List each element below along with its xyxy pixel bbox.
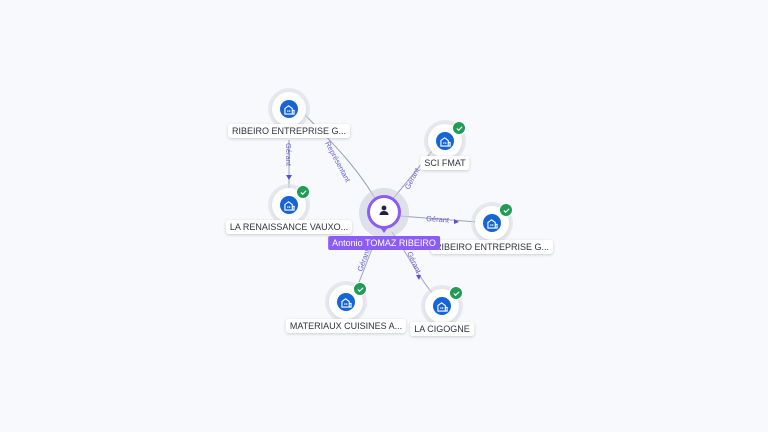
verified-check-icon [296,185,310,199]
company-node-sci[interactable] [428,121,466,158]
building-icon [436,132,454,150]
building-icon [337,293,355,311]
verified-check-icon [449,286,463,300]
person-pointer [379,226,389,233]
arrow-center-cigogne [416,275,421,280]
company-label: MATERIAUX CUISINES A... [285,319,407,333]
building-icon [433,297,451,315]
company-node-cigogne[interactable] [425,286,463,323]
building-icon [483,214,501,232]
edge-label-gerant-cigogne: Gérant [405,250,423,275]
building-icon [280,100,298,118]
company-node-renaissance[interactable] [272,185,310,222]
verified-check-icon [452,121,466,135]
arrow-ribeiro1-renaissance [286,175,292,180]
edge-label-gerant-renaissance: Gérant [284,143,293,167]
verified-check-icon [499,203,513,217]
arrow-center-ribeiro2 [454,219,459,224]
company-node-ribeiro1[interactable] [272,92,306,126]
edge-label-gerant-ribeiro2: Gérant [426,214,450,225]
person-node[interactable] [367,195,401,229]
company-label: LA RENAISSANCE VAUXO... [225,220,353,234]
edge-label-gerant-materiaux: Gérant [355,247,372,272]
company-node-materiaux[interactable] [329,282,367,319]
edge-label-representant: Représentant [323,140,353,185]
verified-check-icon [353,282,367,296]
company-label: RIBEIRO ENTREPRISE G... [430,240,554,254]
building-icon [280,196,298,214]
company-label: SCI FMAT [420,156,470,170]
company-label: LA CIGOGNE [410,322,474,336]
edge-label-gerant-sci: Gérant [403,166,422,191]
person-label: Antonio TOMAZ RIBEIRO [328,236,440,250]
company-label: RIBEIRO ENTREPRISE G... [227,124,351,138]
edge-center-ribeiro2 [399,215,478,223]
company-node-ribeiro2[interactable] [475,203,513,240]
person-icon [378,203,390,221]
